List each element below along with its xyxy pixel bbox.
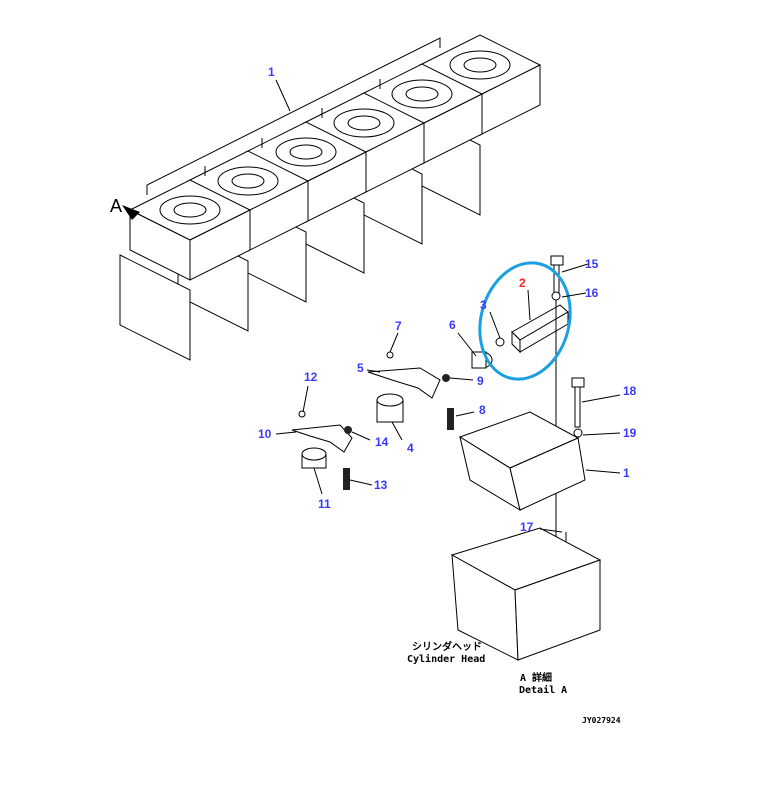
detail-label-en: Detail A bbox=[519, 684, 567, 696]
cylinder-head-label-jp: シリンダヘッド bbox=[412, 640, 482, 653]
cylinder-head-label-en: Cylinder Head bbox=[407, 653, 485, 665]
view-arrow-icon bbox=[122, 205, 140, 220]
callout-6[interactable]: 6 bbox=[449, 318, 456, 332]
drawing-number: JY027924 bbox=[582, 716, 621, 725]
callout-11[interactable]: 11 bbox=[318, 497, 331, 511]
callout-5[interactable]: 5 bbox=[357, 361, 364, 375]
callout-17[interactable]: 17 bbox=[520, 520, 534, 534]
callout-18[interactable]: 18 bbox=[623, 384, 637, 398]
callout-3[interactable]: 3 bbox=[480, 298, 487, 312]
callout-2[interactable]: 2 bbox=[519, 276, 526, 290]
detail-label-jp: A 詳細 bbox=[520, 671, 552, 684]
callout-15[interactable]: 15 bbox=[585, 257, 599, 271]
rocker-shaft bbox=[495, 304, 569, 354]
callout-9[interactable]: 9 bbox=[477, 374, 484, 388]
cylinder-heads-assembly bbox=[119, 34, 542, 361]
cylinder-head-detail bbox=[450, 527, 602, 661]
callout-8[interactable]: 8 bbox=[479, 403, 486, 417]
bolt-18 bbox=[571, 377, 585, 438]
callout-7[interactable]: 7 bbox=[395, 319, 402, 333]
group-bracket bbox=[146, 37, 441, 195]
callout-13[interactable]: 13 bbox=[374, 478, 388, 492]
callout-1[interactable]: 1 bbox=[268, 65, 275, 79]
callout-16[interactable]: 16 bbox=[585, 286, 599, 300]
callout-4[interactable]: 4 bbox=[407, 441, 414, 455]
callout-1b[interactable]: 1 bbox=[623, 466, 630, 480]
callout-10[interactable]: 10 bbox=[258, 427, 272, 441]
view-marker: A bbox=[110, 196, 122, 216]
rocker-housing bbox=[458, 411, 586, 512]
leader-lines bbox=[275, 263, 621, 533]
cylinder-head-1 bbox=[119, 179, 252, 361]
callout-14[interactable]: 14 bbox=[375, 435, 389, 449]
callout-12[interactable]: 12 bbox=[304, 370, 318, 384]
highlight-ring bbox=[478, 261, 572, 381]
callout-19[interactable]: 19 bbox=[623, 426, 637, 440]
